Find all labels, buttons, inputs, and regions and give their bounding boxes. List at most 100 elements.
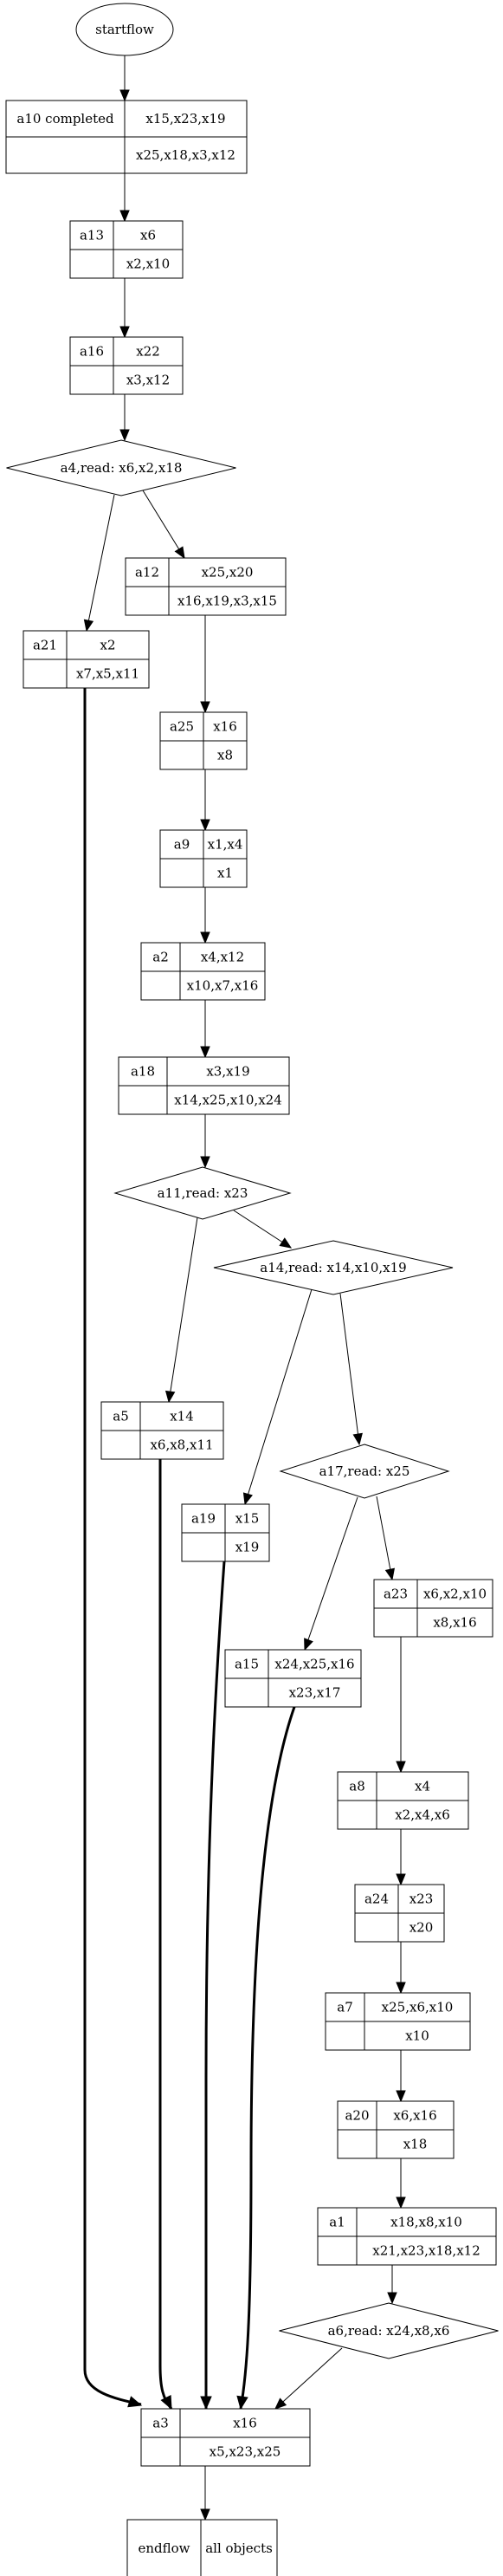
edge-a15-a3-arrowhead bbox=[236, 2395, 248, 2411]
node-a16-reads: x22 bbox=[136, 344, 160, 360]
node-a7: a7 x25,x6,x10 x10 bbox=[325, 1992, 471, 2051]
edge-d4-a12 bbox=[142, 490, 185, 559]
node-a9-name: a9 bbox=[174, 837, 190, 853]
node-a24-reads: x23 bbox=[409, 1891, 434, 1907]
node-end-name: endflow bbox=[138, 2540, 190, 2556]
edge-d14-a19-arrowhead bbox=[242, 1492, 253, 1506]
node-a3-name: a3 bbox=[152, 2416, 169, 2431]
node-a5-name: a5 bbox=[113, 1409, 129, 1424]
node-a25-reads: x16 bbox=[213, 719, 237, 735]
node-end: endflow all objects bbox=[126, 2519, 278, 2576]
decision-d17: a17,read: x25 bbox=[279, 1444, 450, 1499]
edge-d4-a12-arrowhead bbox=[174, 546, 185, 560]
edge-a25-a9-arrowhead bbox=[200, 819, 210, 832]
node-a13-writes: x2,x10 bbox=[126, 256, 170, 272]
start-label: startflow bbox=[95, 22, 154, 37]
node-a2-name: a2 bbox=[152, 950, 169, 965]
edge-d14-a19 bbox=[244, 1288, 313, 1505]
node-a7-reads: x25,x6,x10 bbox=[382, 2000, 454, 2015]
edge-d4-a21 bbox=[86, 494, 115, 632]
edge-a13-a16-arrowhead bbox=[119, 326, 130, 339]
edge-a3-end-arrowhead bbox=[200, 2508, 210, 2521]
node-a20-reads: x6,x16 bbox=[393, 2108, 436, 2124]
node-a18-name: a18 bbox=[131, 1064, 155, 1080]
node-a18-writes: x14,x25,x10,x24 bbox=[174, 1093, 282, 1108]
node-a10-name: a10 completed bbox=[16, 111, 114, 127]
edge-a9-a2-arrowhead bbox=[200, 931, 210, 944]
node-a21-name: a21 bbox=[33, 638, 57, 653]
node-a7-writes: x10 bbox=[405, 2028, 429, 2044]
decision-d4-label: a4,read: x6,x2,x18 bbox=[61, 460, 183, 476]
edge-a8-a24-arrowhead bbox=[396, 1873, 406, 1886]
edge-d17-a23-arrowhead bbox=[384, 1567, 396, 1581]
node-a12-name: a12 bbox=[135, 565, 159, 581]
node-a3-reads: x16 bbox=[233, 2416, 257, 2431]
flow-edges bbox=[83, 55, 406, 2521]
node-a9-reads: x1,x4 bbox=[208, 837, 243, 853]
edge-a21-a3-arrowhead bbox=[127, 2396, 143, 2408]
edge-a16-d4-arrowhead bbox=[119, 429, 130, 442]
node-a20-name: a20 bbox=[345, 2108, 369, 2124]
node-a8-writes: x2,x4,x6 bbox=[395, 1807, 450, 1823]
node-a19-reads: x15 bbox=[235, 1511, 260, 1527]
decision-d6: a6,read: x24,x8,x6 bbox=[279, 2302, 499, 2359]
node-a13: a13 x6 x2,x10 bbox=[69, 220, 184, 279]
node-a21-reads: x2 bbox=[100, 638, 115, 653]
edge-a5-a3 bbox=[158, 1459, 173, 2410]
edge-d14-a17 bbox=[339, 1293, 360, 1445]
node-a21: a21 x2 x7,x5,x11 bbox=[23, 630, 150, 689]
decision-d11-label: a11,read: x23 bbox=[158, 1185, 248, 1201]
edge-a19-a3 bbox=[204, 1561, 226, 2409]
node-a2-writes: x10,x7,x16 bbox=[187, 978, 259, 994]
edge-a18-d11-arrowhead bbox=[200, 1156, 210, 1169]
edge-d11-d14 bbox=[233, 1210, 292, 1249]
edge-d11-d14-arrowhead bbox=[279, 1237, 293, 1249]
edge-d11-a5-arrowhead bbox=[164, 1390, 176, 1404]
edge-a15-a3 bbox=[239, 1706, 296, 2410]
decision-d14-label: a14,read: x14,x10,x19 bbox=[260, 1260, 406, 1275]
node-a15-name: a15 bbox=[235, 1657, 259, 1672]
edge-a23-a8-arrowhead bbox=[396, 1761, 406, 1774]
edge-d14-a17-arrowhead bbox=[352, 1432, 363, 1446]
node-end-objects: all objects bbox=[205, 2540, 273, 2556]
node-a12-writes: x16,x19,x3,x15 bbox=[177, 594, 277, 609]
edge-a24-a7-arrowhead bbox=[396, 1982, 406, 1995]
node-a10-reads: x15,x23,x19 bbox=[145, 111, 225, 127]
edge-a5-a3-arrowhead bbox=[160, 2395, 172, 2411]
node-a20-writes: x18 bbox=[403, 2137, 428, 2152]
node-a5-reads: x14 bbox=[170, 1409, 194, 1424]
edge-a2-a18-arrowhead bbox=[200, 1046, 210, 1059]
node-a1-reads: x18,x8,x10 bbox=[390, 2215, 462, 2230]
node-a15-writes: x23,x17 bbox=[289, 1685, 341, 1701]
edge-a1-d6-arrowhead bbox=[387, 2292, 397, 2305]
edge-d6-a3 bbox=[274, 2347, 343, 2410]
node-a20: a20 x6,x16 x18 bbox=[337, 2100, 455, 2159]
node-a9-writes: x1 bbox=[217, 866, 233, 881]
node-a23-writes: x8,x16 bbox=[433, 1615, 476, 1631]
edge-a7-a20-arrowhead bbox=[396, 2090, 406, 2103]
node-a13-reads: x6 bbox=[140, 228, 156, 243]
node-a7-name: a7 bbox=[337, 2000, 353, 2015]
edge-a12-a25-arrowhead bbox=[200, 701, 210, 714]
edge-d11-a5 bbox=[168, 1217, 198, 1403]
node-a21-writes: x7,x5,x11 bbox=[76, 666, 139, 682]
node-a23-reads: x6,x2,x10 bbox=[423, 1586, 487, 1602]
node-a18-reads: x3,x19 bbox=[206, 1064, 249, 1080]
edge-a21-a3 bbox=[83, 688, 142, 2406]
decision-d17-label: a17,read: x25 bbox=[319, 1463, 410, 1479]
edge-d6-a3-arrowhead bbox=[274, 2398, 287, 2410]
node-a1-name: a1 bbox=[329, 2215, 345, 2230]
node-a13-name: a13 bbox=[80, 228, 104, 243]
start-node bbox=[75, 3, 174, 56]
edge-a20-a1-arrowhead bbox=[396, 2196, 406, 2209]
node-a23-name: a23 bbox=[384, 1586, 408, 1602]
decision-d4: a4,read: x6,x2,x18 bbox=[6, 439, 236, 496]
node-a9: a9 x1,x4 x1 bbox=[159, 829, 248, 888]
